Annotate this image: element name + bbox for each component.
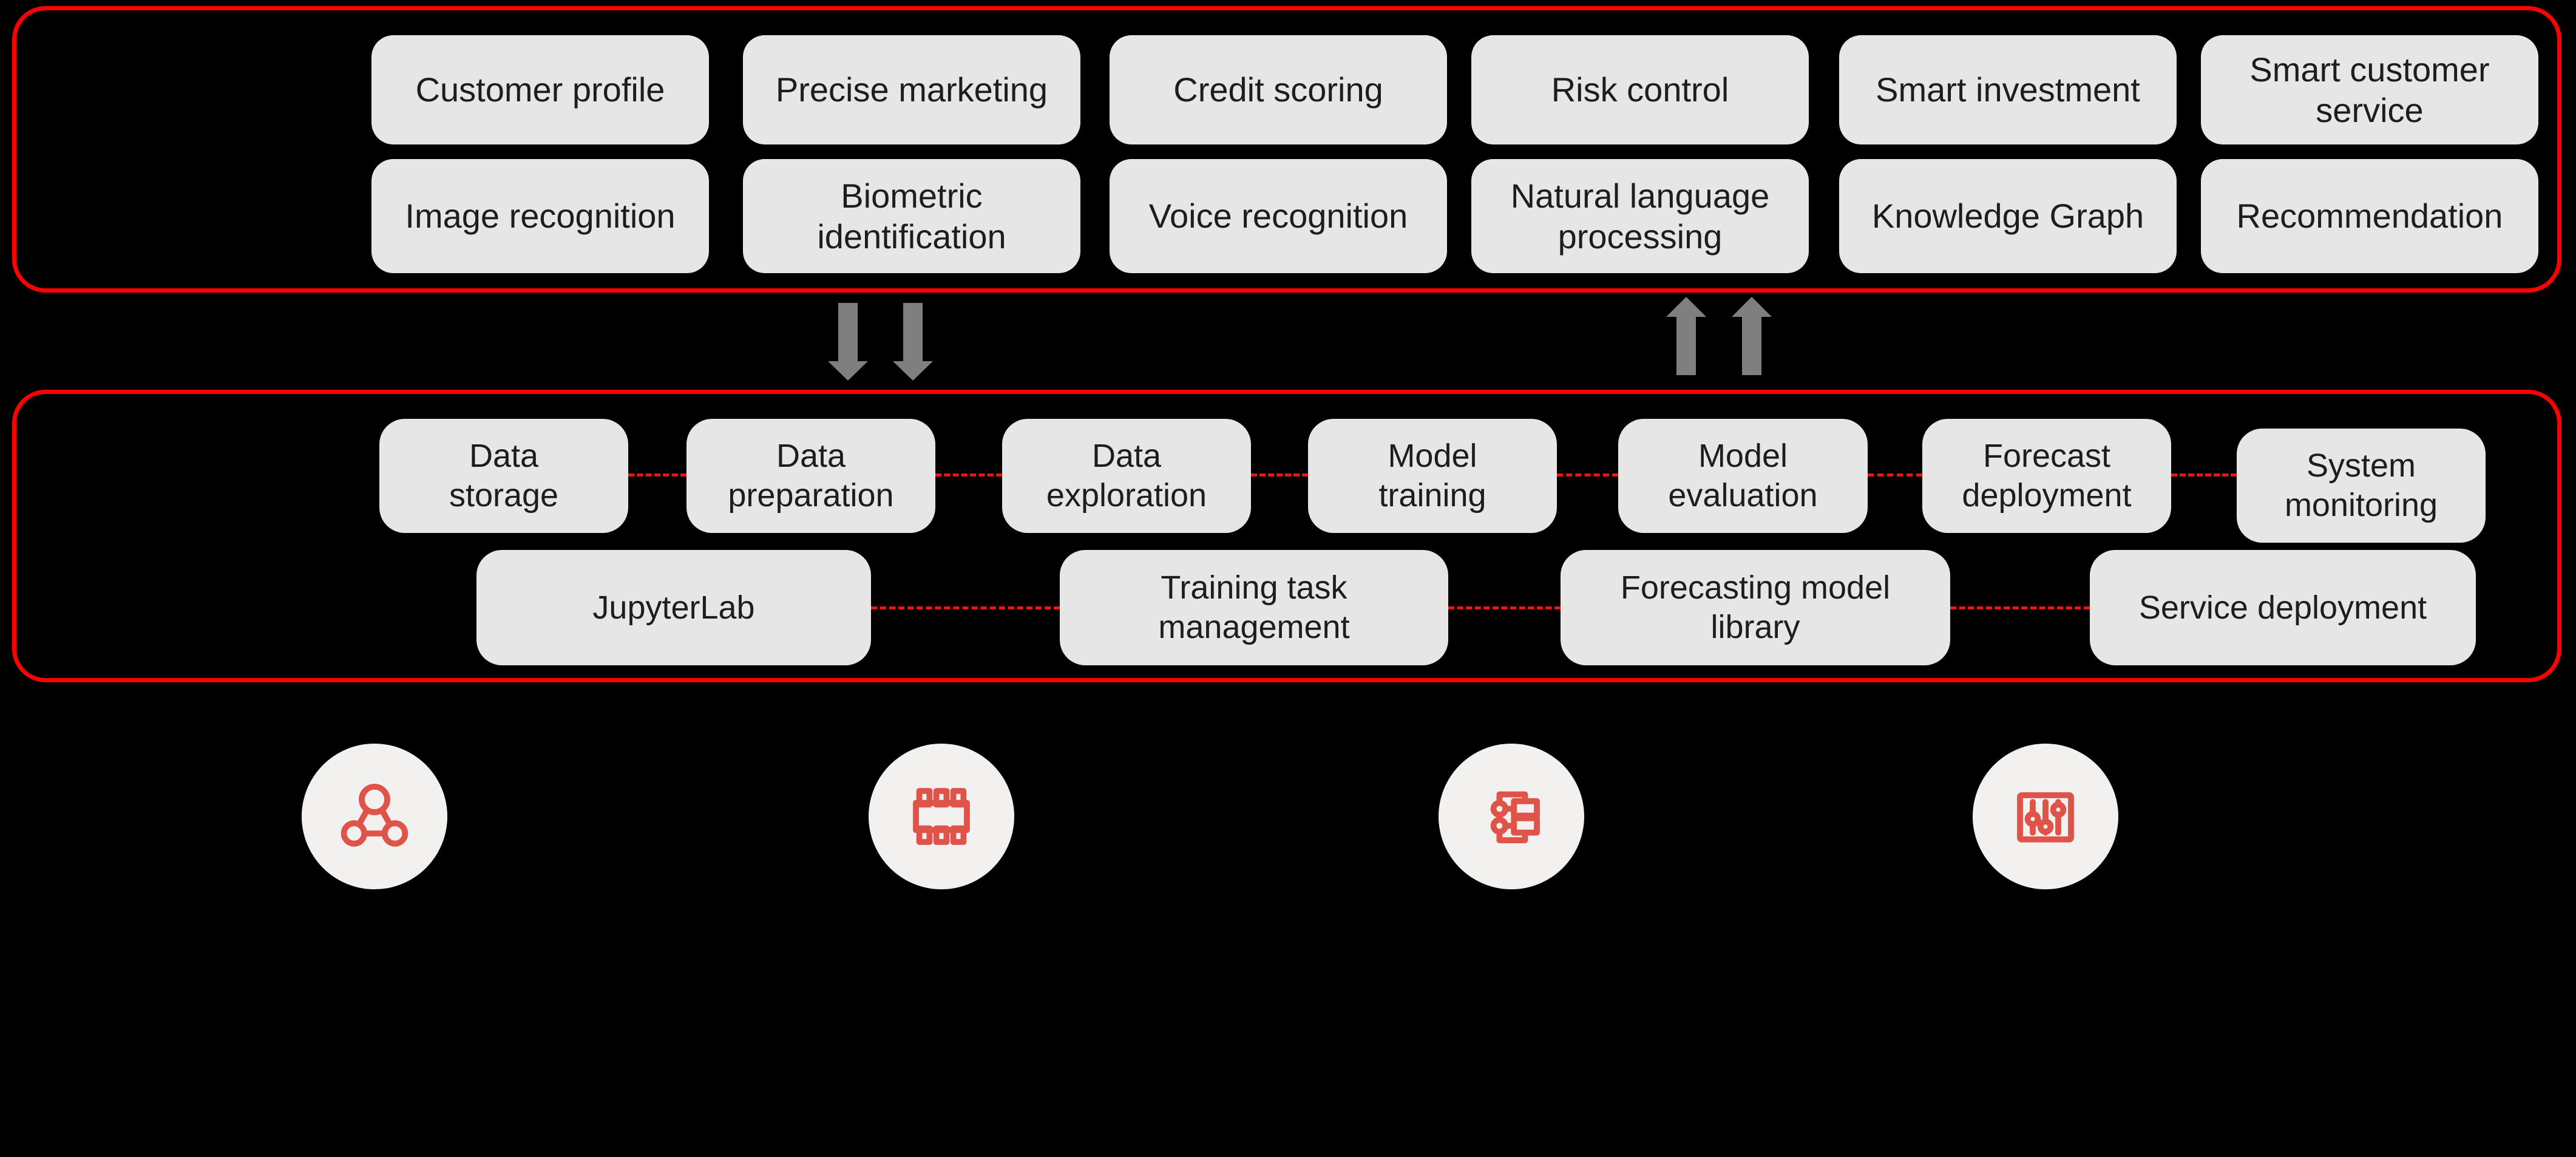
up-arrow-icon: [1666, 297, 1706, 378]
platform-box-label: Training task management: [1158, 569, 1350, 645]
sliders-icon: [2017, 792, 2074, 843]
application-box-label: Recommendation: [2236, 197, 2503, 236]
platform-box: Training task management: [1060, 550, 1448, 665]
dashed-connector: [1448, 606, 1561, 609]
up-arrow-icon: [1732, 297, 1772, 378]
application-box-label: Precise marketing: [775, 70, 1048, 109]
platform-box: JupyterLab: [476, 550, 871, 665]
dashed-connector: [935, 473, 1002, 477]
application-box: Biometric identification: [743, 159, 1080, 273]
application-box-label: Natural language processing: [1510, 176, 1770, 256]
icon-circle: [1973, 744, 2118, 889]
application-box-label: Biometric identification: [817, 176, 1006, 256]
platform-box: Data preparation: [686, 419, 935, 533]
icon-circle: [302, 744, 447, 889]
application-box-label: Customer profile: [415, 70, 665, 109]
platform-box-label: Model evaluation: [1668, 438, 1818, 514]
network-nodes-icon: [341, 784, 408, 847]
dashed-connector: [1251, 473, 1308, 477]
application-box: Recommendation: [2201, 159, 2538, 273]
application-box: Smart customer service: [2201, 35, 2538, 144]
application-box-label: Knowledge Graph: [1871, 197, 2144, 236]
icon-circle: [869, 744, 1014, 889]
ml-platform-panel: [12, 390, 2561, 682]
application-box: Precise marketing: [743, 35, 1080, 144]
workflow-icon: [1490, 791, 1540, 844]
platform-box-label: System monitoring: [2284, 447, 2438, 523]
dashed-connector: [1557, 473, 1618, 477]
platform-box-label: Model training: [1378, 438, 1486, 514]
platform-box-label: Data preparation: [728, 438, 894, 514]
dashed-connector: [871, 606, 1060, 609]
dashed-connector: [1950, 606, 2090, 609]
application-box-label: Voice recognition: [1148, 197, 1408, 236]
platform-box: Model evaluation: [1618, 419, 1868, 533]
platform-box-label: Forecast deployment: [1962, 438, 2132, 514]
chip-icon: [913, 788, 970, 845]
application-box: Risk control: [1471, 35, 1809, 144]
application-box-label: Smart investment: [1876, 70, 2140, 109]
platform-box: System monitoring: [2237, 429, 2486, 543]
application-box-label: Credit scoring: [1173, 70, 1383, 109]
icon-circle: [1439, 744, 1584, 889]
dashed-connector: [1868, 473, 1922, 477]
application-box: Customer profile: [371, 35, 709, 144]
application-box-label: Image recognition: [405, 197, 676, 236]
platform-box: Service deployment: [2090, 550, 2476, 665]
platform-box: Model training: [1308, 419, 1557, 533]
platform-box: Forecasting model library: [1561, 550, 1950, 665]
applications-panel: [12, 6, 2561, 293]
platform-box-label: Service deployment: [2138, 589, 2427, 626]
platform-box-label: Forecasting model library: [1620, 569, 1891, 645]
platform-box: Data exploration: [1002, 419, 1251, 533]
platform-box: Data storage: [379, 419, 628, 533]
application-box: Natural language processing: [1471, 159, 1809, 273]
application-box: Credit scoring: [1110, 35, 1447, 144]
platform-box-label: Data exploration: [1046, 438, 1207, 514]
application-box: Voice recognition: [1110, 159, 1447, 273]
platform-box-label: JupyterLab: [592, 589, 755, 626]
platform-box: Forecast deployment: [1922, 419, 2171, 533]
application-box: Knowledge Graph: [1839, 159, 2177, 273]
application-box: Smart investment: [1839, 35, 2177, 144]
platform-box-label: Data storage: [449, 438, 559, 514]
down-arrow-icon: [893, 303, 933, 384]
application-box-label: Smart customer service: [2249, 50, 2490, 129]
dashed-connector: [2171, 473, 2237, 477]
down-arrow-icon: [828, 303, 868, 384]
application-box: Image recognition: [371, 159, 709, 273]
dashed-connector: [628, 473, 686, 477]
application-box-label: Risk control: [1551, 70, 1729, 109]
